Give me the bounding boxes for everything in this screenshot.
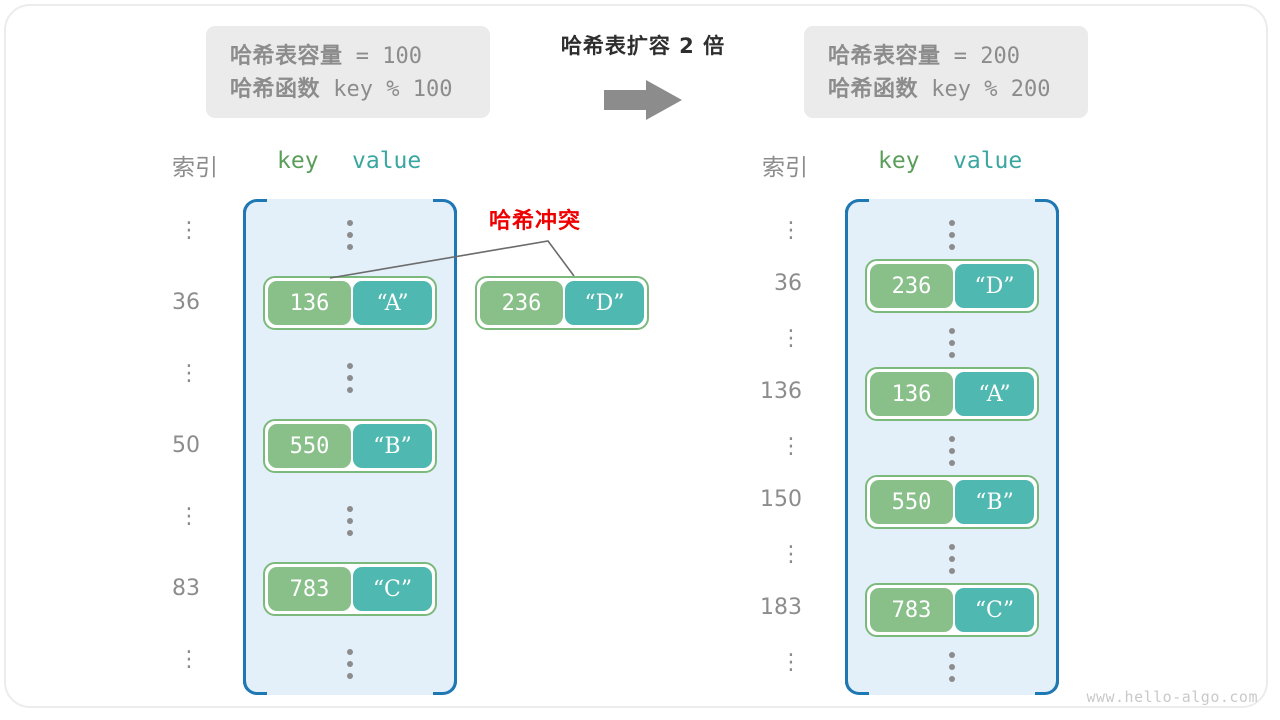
- right-header-value: value: [953, 148, 1023, 174]
- right-entry-150[interactable]: 550 “B”: [865, 475, 1039, 529]
- left-hashtable-info-box: 哈希表容量 = 100 哈希函数 key % 100: [206, 26, 490, 118]
- right-index-3: 136: [760, 379, 802, 404]
- bracket-corner-top-left: [845, 199, 869, 223]
- left-header-key: key: [277, 148, 319, 174]
- left-index-2: ⋮: [178, 361, 200, 386]
- bracket-corner-top-right: [1035, 199, 1059, 223]
- left-index-0: ⋮: [178, 218, 200, 243]
- left-capacity-expr: = 100: [342, 44, 422, 69]
- left-entry-50[interactable]: 550 “B”: [263, 419, 437, 473]
- left-function-expr: key % 100: [320, 77, 453, 102]
- right-index-5: 150: [760, 487, 802, 512]
- right-entry-136-value: “A”: [954, 372, 1034, 416]
- left-row-ellipsis-6: [347, 649, 353, 679]
- right-row-ellipsis-6: [949, 544, 955, 574]
- left-index-1: 36: [172, 290, 200, 315]
- right-hashtable-info-box: 哈希表容量 = 200 哈希函数 key % 200: [804, 26, 1088, 118]
- right-row-ellipsis-0: [949, 220, 955, 250]
- collision-label: 哈希冲突: [489, 209, 582, 234]
- bracket-corner-top-left: [243, 199, 267, 223]
- right-capacity-label: 哈希表容量: [828, 44, 941, 69]
- bracket-corner-top-right: [433, 199, 457, 223]
- right-index-8: ⋮: [780, 650, 802, 675]
- right-entry-183[interactable]: 783 “C”: [865, 583, 1039, 637]
- right-header-index: 索引: [762, 155, 808, 181]
- watermark: www.hello-algo.com: [1086, 688, 1258, 706]
- right-row-ellipsis-2: [949, 328, 955, 358]
- left-index-3: 50: [172, 433, 200, 458]
- left-entry-83[interactable]: 783 “C”: [263, 562, 437, 616]
- left-entry-36[interactable]: 136 “A”: [263, 276, 437, 330]
- collision-floating-entry[interactable]: 236 “D”: [475, 276, 649, 330]
- left-index-6: ⋮: [178, 647, 200, 672]
- left-header-value: value: [352, 148, 422, 174]
- left-entry-36-value: “A”: [352, 281, 432, 325]
- left-row-ellipsis-2: [347, 363, 353, 393]
- right-index-4: ⋮: [780, 434, 802, 459]
- right-entry-36-key: 236: [870, 264, 953, 308]
- left-header-index: 索引: [172, 155, 218, 181]
- left-entry-36-key: 136: [268, 281, 351, 325]
- right-index-1: 36: [774, 271, 802, 296]
- right-index-2: ⋮: [780, 326, 802, 351]
- left-index-4: ⋮: [178, 504, 200, 529]
- left-row-ellipsis-4: [347, 506, 353, 536]
- right-function-line: 哈希函数 key % 200: [828, 73, 1066, 106]
- left-entry-50-key: 550: [268, 424, 351, 468]
- arrow-right-icon: [604, 80, 682, 120]
- left-function-line: 哈希函数 key % 100: [230, 73, 468, 106]
- left-entry-83-value: “C”: [352, 567, 432, 611]
- right-entry-183-key: 783: [870, 588, 953, 632]
- right-index-0: ⋮: [780, 218, 802, 243]
- bracket-corner-bottom-left: [845, 671, 869, 695]
- right-function-expr: key % 200: [918, 77, 1051, 102]
- right-entry-36[interactable]: 236 “D”: [865, 259, 1039, 313]
- right-index-6: ⋮: [780, 542, 802, 567]
- collision-entry-value: “D”: [564, 281, 644, 325]
- left-entry-50-value: “B”: [352, 424, 432, 468]
- collision-entry-key: 236: [480, 281, 563, 325]
- right-entry-150-key: 550: [870, 480, 953, 524]
- left-function-label: 哈希函数: [230, 77, 321, 102]
- right-entry-136[interactable]: 136 “A”: [865, 367, 1039, 421]
- right-index-7: 183: [760, 595, 802, 620]
- right-row-ellipsis-8: [949, 652, 955, 682]
- right-header-key: key: [878, 148, 920, 174]
- left-entry-83-key: 783: [268, 567, 351, 611]
- right-capacity-line: 哈希表容量 = 200: [828, 40, 1066, 73]
- right-entry-36-value: “D”: [954, 264, 1034, 308]
- bracket-corner-bottom-right: [1035, 671, 1059, 695]
- bracket-corner-bottom-left: [243, 671, 267, 695]
- left-row-ellipsis-0: [347, 220, 353, 250]
- right-row-ellipsis-4: [949, 436, 955, 466]
- right-entry-183-value: “C”: [954, 588, 1034, 632]
- left-index-5: 83: [172, 576, 200, 601]
- right-entry-136-key: 136: [870, 372, 953, 416]
- left-capacity-line: 哈希表容量 = 100: [230, 40, 468, 73]
- right-capacity-expr: = 200: [940, 44, 1020, 69]
- right-entry-150-value: “B”: [954, 480, 1034, 524]
- bracket-corner-bottom-right: [433, 671, 457, 695]
- right-function-label: 哈希函数: [828, 77, 919, 102]
- expansion-title: 哈希表扩容 2 倍: [560, 34, 726, 58]
- left-capacity-label: 哈希表容量: [230, 44, 343, 69]
